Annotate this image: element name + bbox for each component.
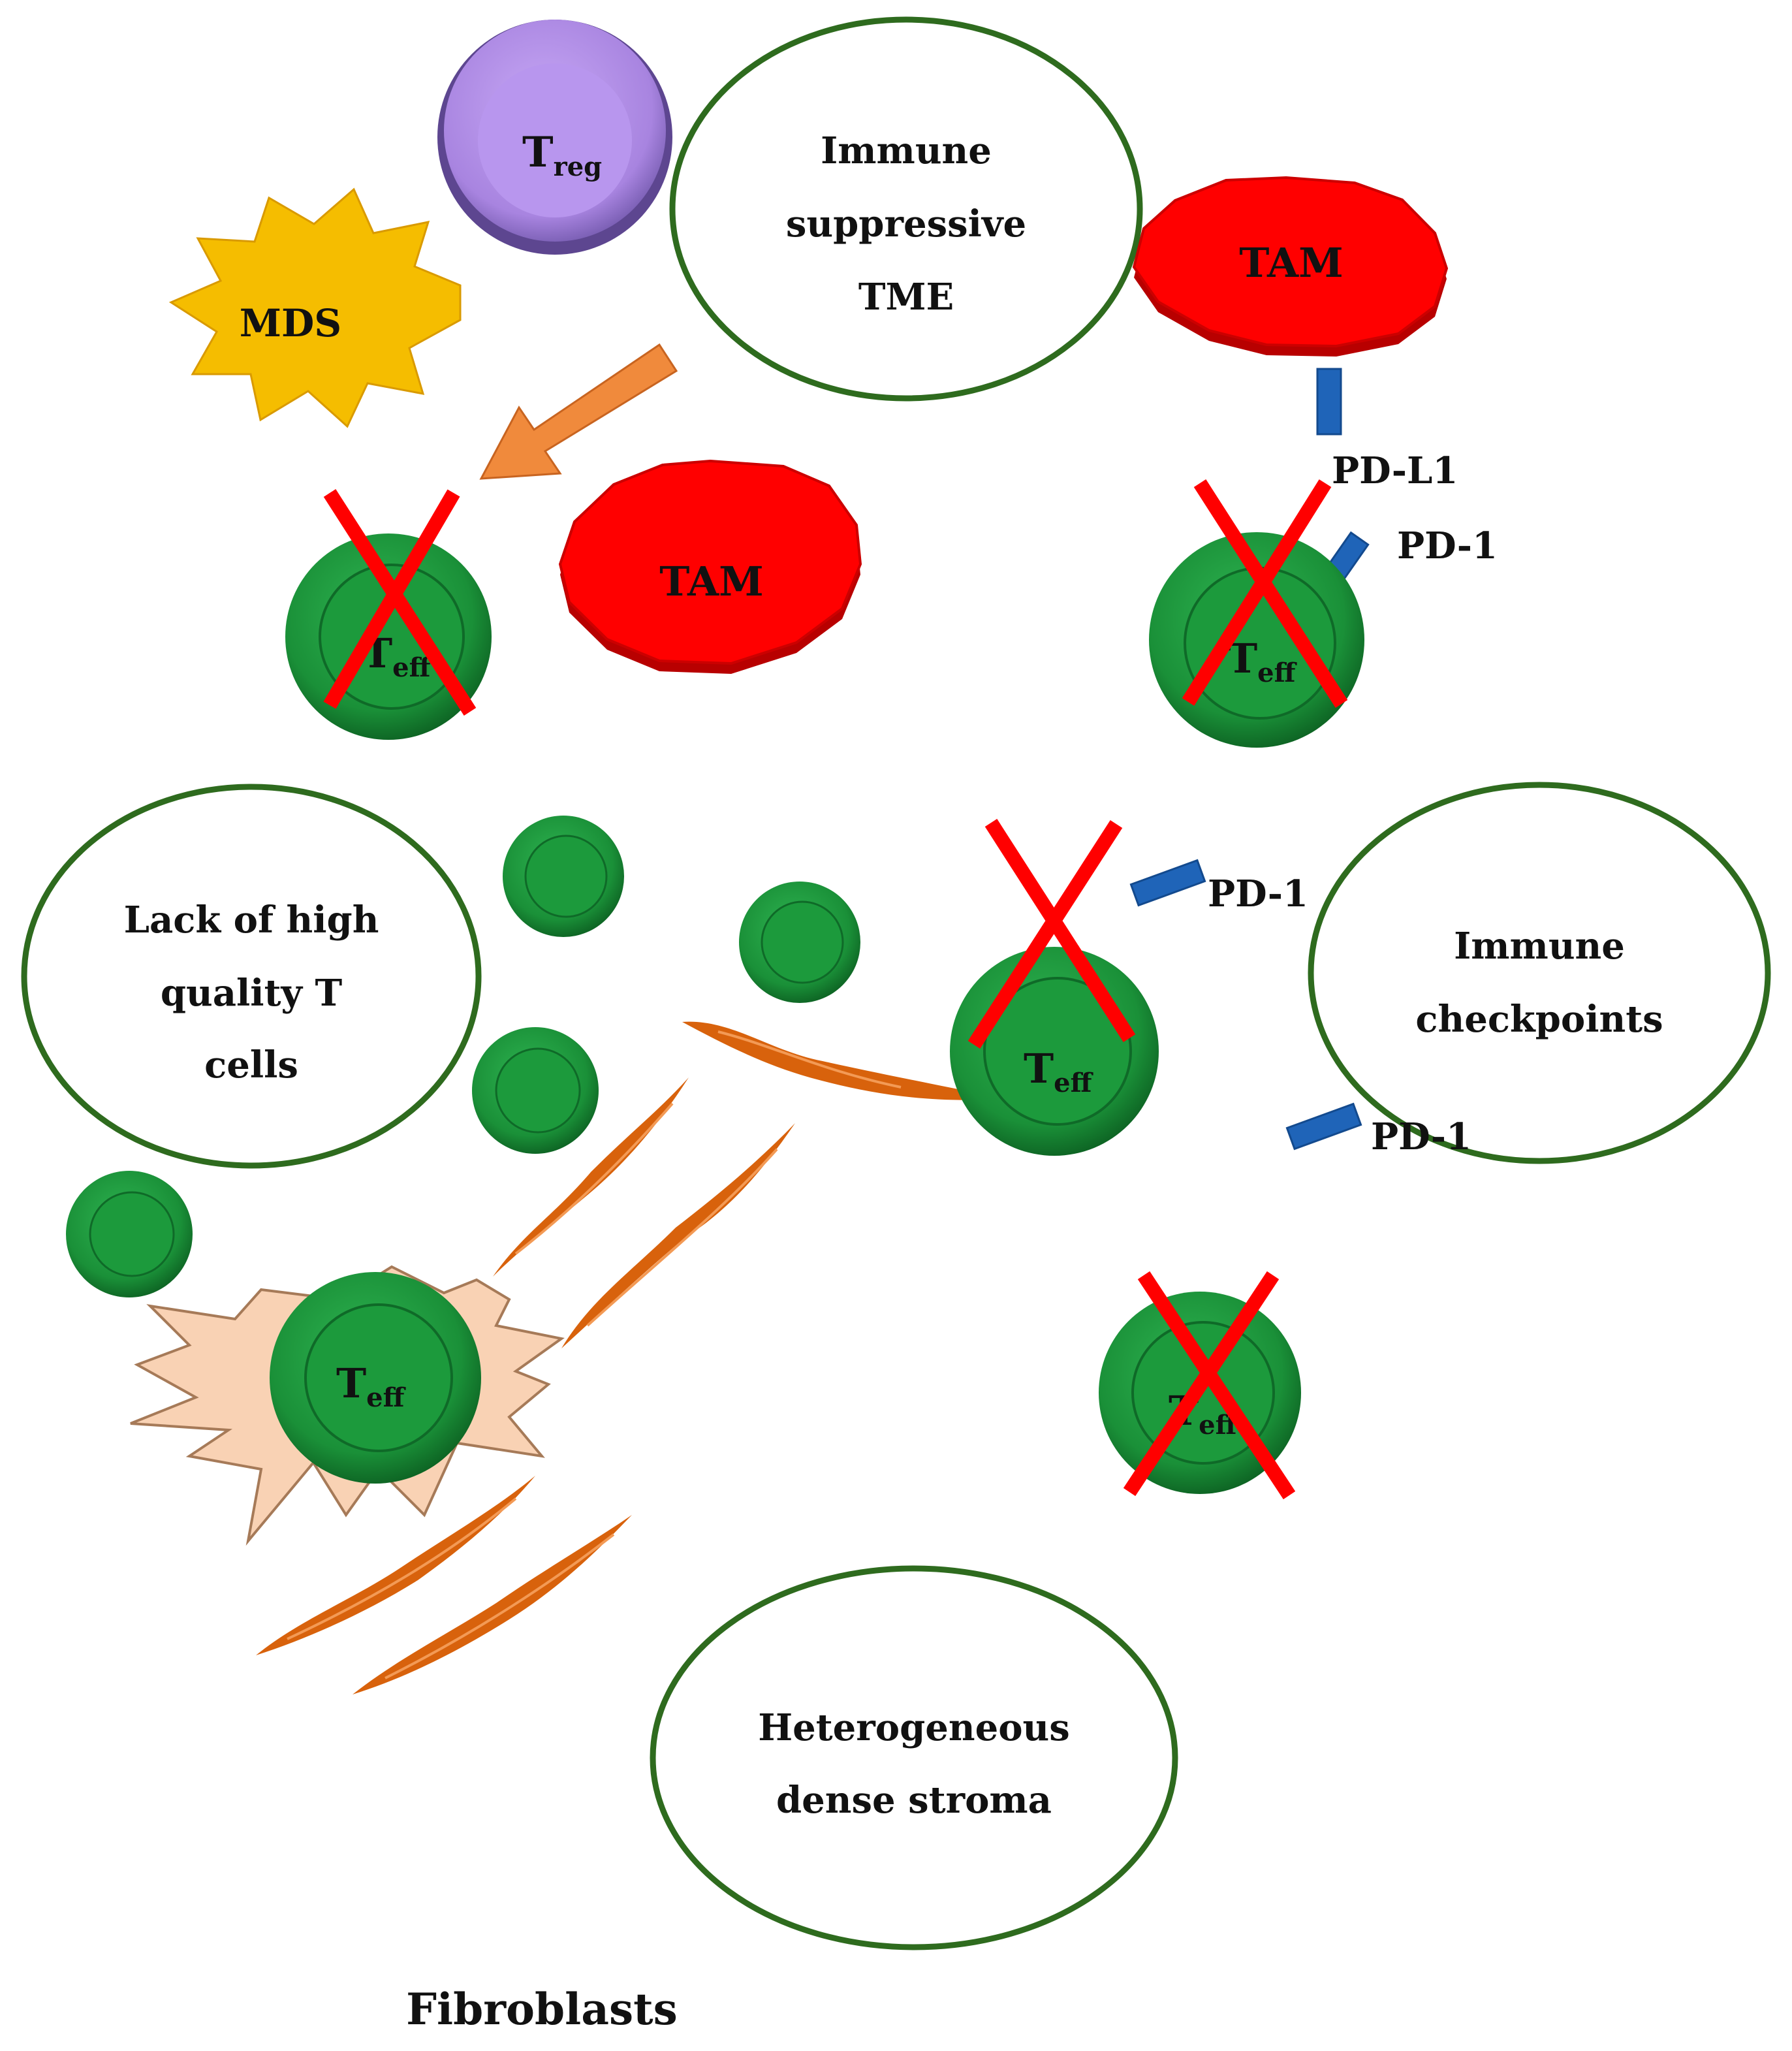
immune-suppressive-line-1: Immune <box>821 129 992 172</box>
teff-top-right-label: Teff <box>1227 635 1297 688</box>
dense-stroma-line-1: Heterogeneous <box>758 1706 1070 1749</box>
cross-mark-top-left <box>323 489 477 716</box>
fibroblast-4 <box>256 1476 535 1655</box>
dense-stroma-line-2: dense stroma <box>776 1779 1052 1822</box>
treg-cell: Treg <box>437 20 672 255</box>
mds-cell: MDS <box>168 187 462 428</box>
cross-mark-top-right <box>1182 479 1348 708</box>
pd-1-label-bottom: PD-1 <box>1371 1115 1471 1158</box>
small-t-cell-4 <box>66 1171 193 1297</box>
pd-1-receptor-bottom <box>1285 1102 1362 1151</box>
lack-of-t-cells-line-3: cells <box>204 1043 298 1087</box>
immune-checkpoints-line-2: checkpoints <box>1415 998 1663 1041</box>
immune-suppressive-tme-circle: Immune suppressive TME <box>669 16 1143 402</box>
teff-bottom-left-label: Teff <box>336 1359 406 1413</box>
immune-suppressive-line-3: TME <box>858 276 954 319</box>
small-t-cell-2 <box>739 882 860 1003</box>
immune-suppressive-line-2: suppressive <box>786 202 1026 246</box>
pd-1-label-middle: PD-1 <box>1208 872 1308 915</box>
heterogeneous-dense-stroma-circle: Heterogeneous dense stroma <box>650 1565 1178 1950</box>
fibroblasts-label: Fibroblasts <box>406 1984 678 2035</box>
lack-of-t-cells-line-1: Lack of high <box>124 898 379 942</box>
teff-cell-bottom-left: Teff <box>270 1272 481 1484</box>
teff-cell-top-right: Teff <box>1149 532 1364 748</box>
immune-checkpoints-line-1: Immune <box>1454 925 1625 968</box>
tam-top-label: TAM <box>1239 239 1343 287</box>
teff-cell-center: Teff <box>950 947 1159 1156</box>
lack-of-t-cells-circle: Lack of high quality T cells <box>21 784 482 1169</box>
pd-1-label-top: PD-1 <box>1397 524 1498 567</box>
teff-center-label: Teff <box>1024 1045 1093 1098</box>
fibroblast-1 <box>682 1021 1005 1100</box>
tam-middle-label: TAM <box>659 558 763 605</box>
cross-mark-center <box>967 819 1136 1049</box>
pd-l1-label: PD-L1 <box>1332 449 1458 492</box>
fibroblast-5 <box>353 1515 632 1694</box>
fibroblast-2 <box>493 1077 689 1277</box>
immune-checkpoints-circle: Immune checkpoints <box>1308 782 1771 1164</box>
cross-mark-bottom-right <box>1123 1271 1296 1500</box>
tam-cell-top: TAM <box>1132 176 1449 357</box>
treg-label: Treg <box>522 128 602 182</box>
suppression-arrow <box>479 343 678 480</box>
lack-of-t-cells-line-2: quality T <box>161 972 343 1015</box>
fibroblast-3 <box>561 1123 795 1348</box>
pd-1-receptor-middle <box>1129 859 1206 907</box>
small-t-cell-3 <box>472 1027 599 1154</box>
small-t-cell-1 <box>503 816 624 937</box>
tam-cell-middle: TAM <box>558 459 862 674</box>
mds-label: MDS <box>240 301 341 345</box>
pd-l1-receptor <box>1316 368 1342 436</box>
